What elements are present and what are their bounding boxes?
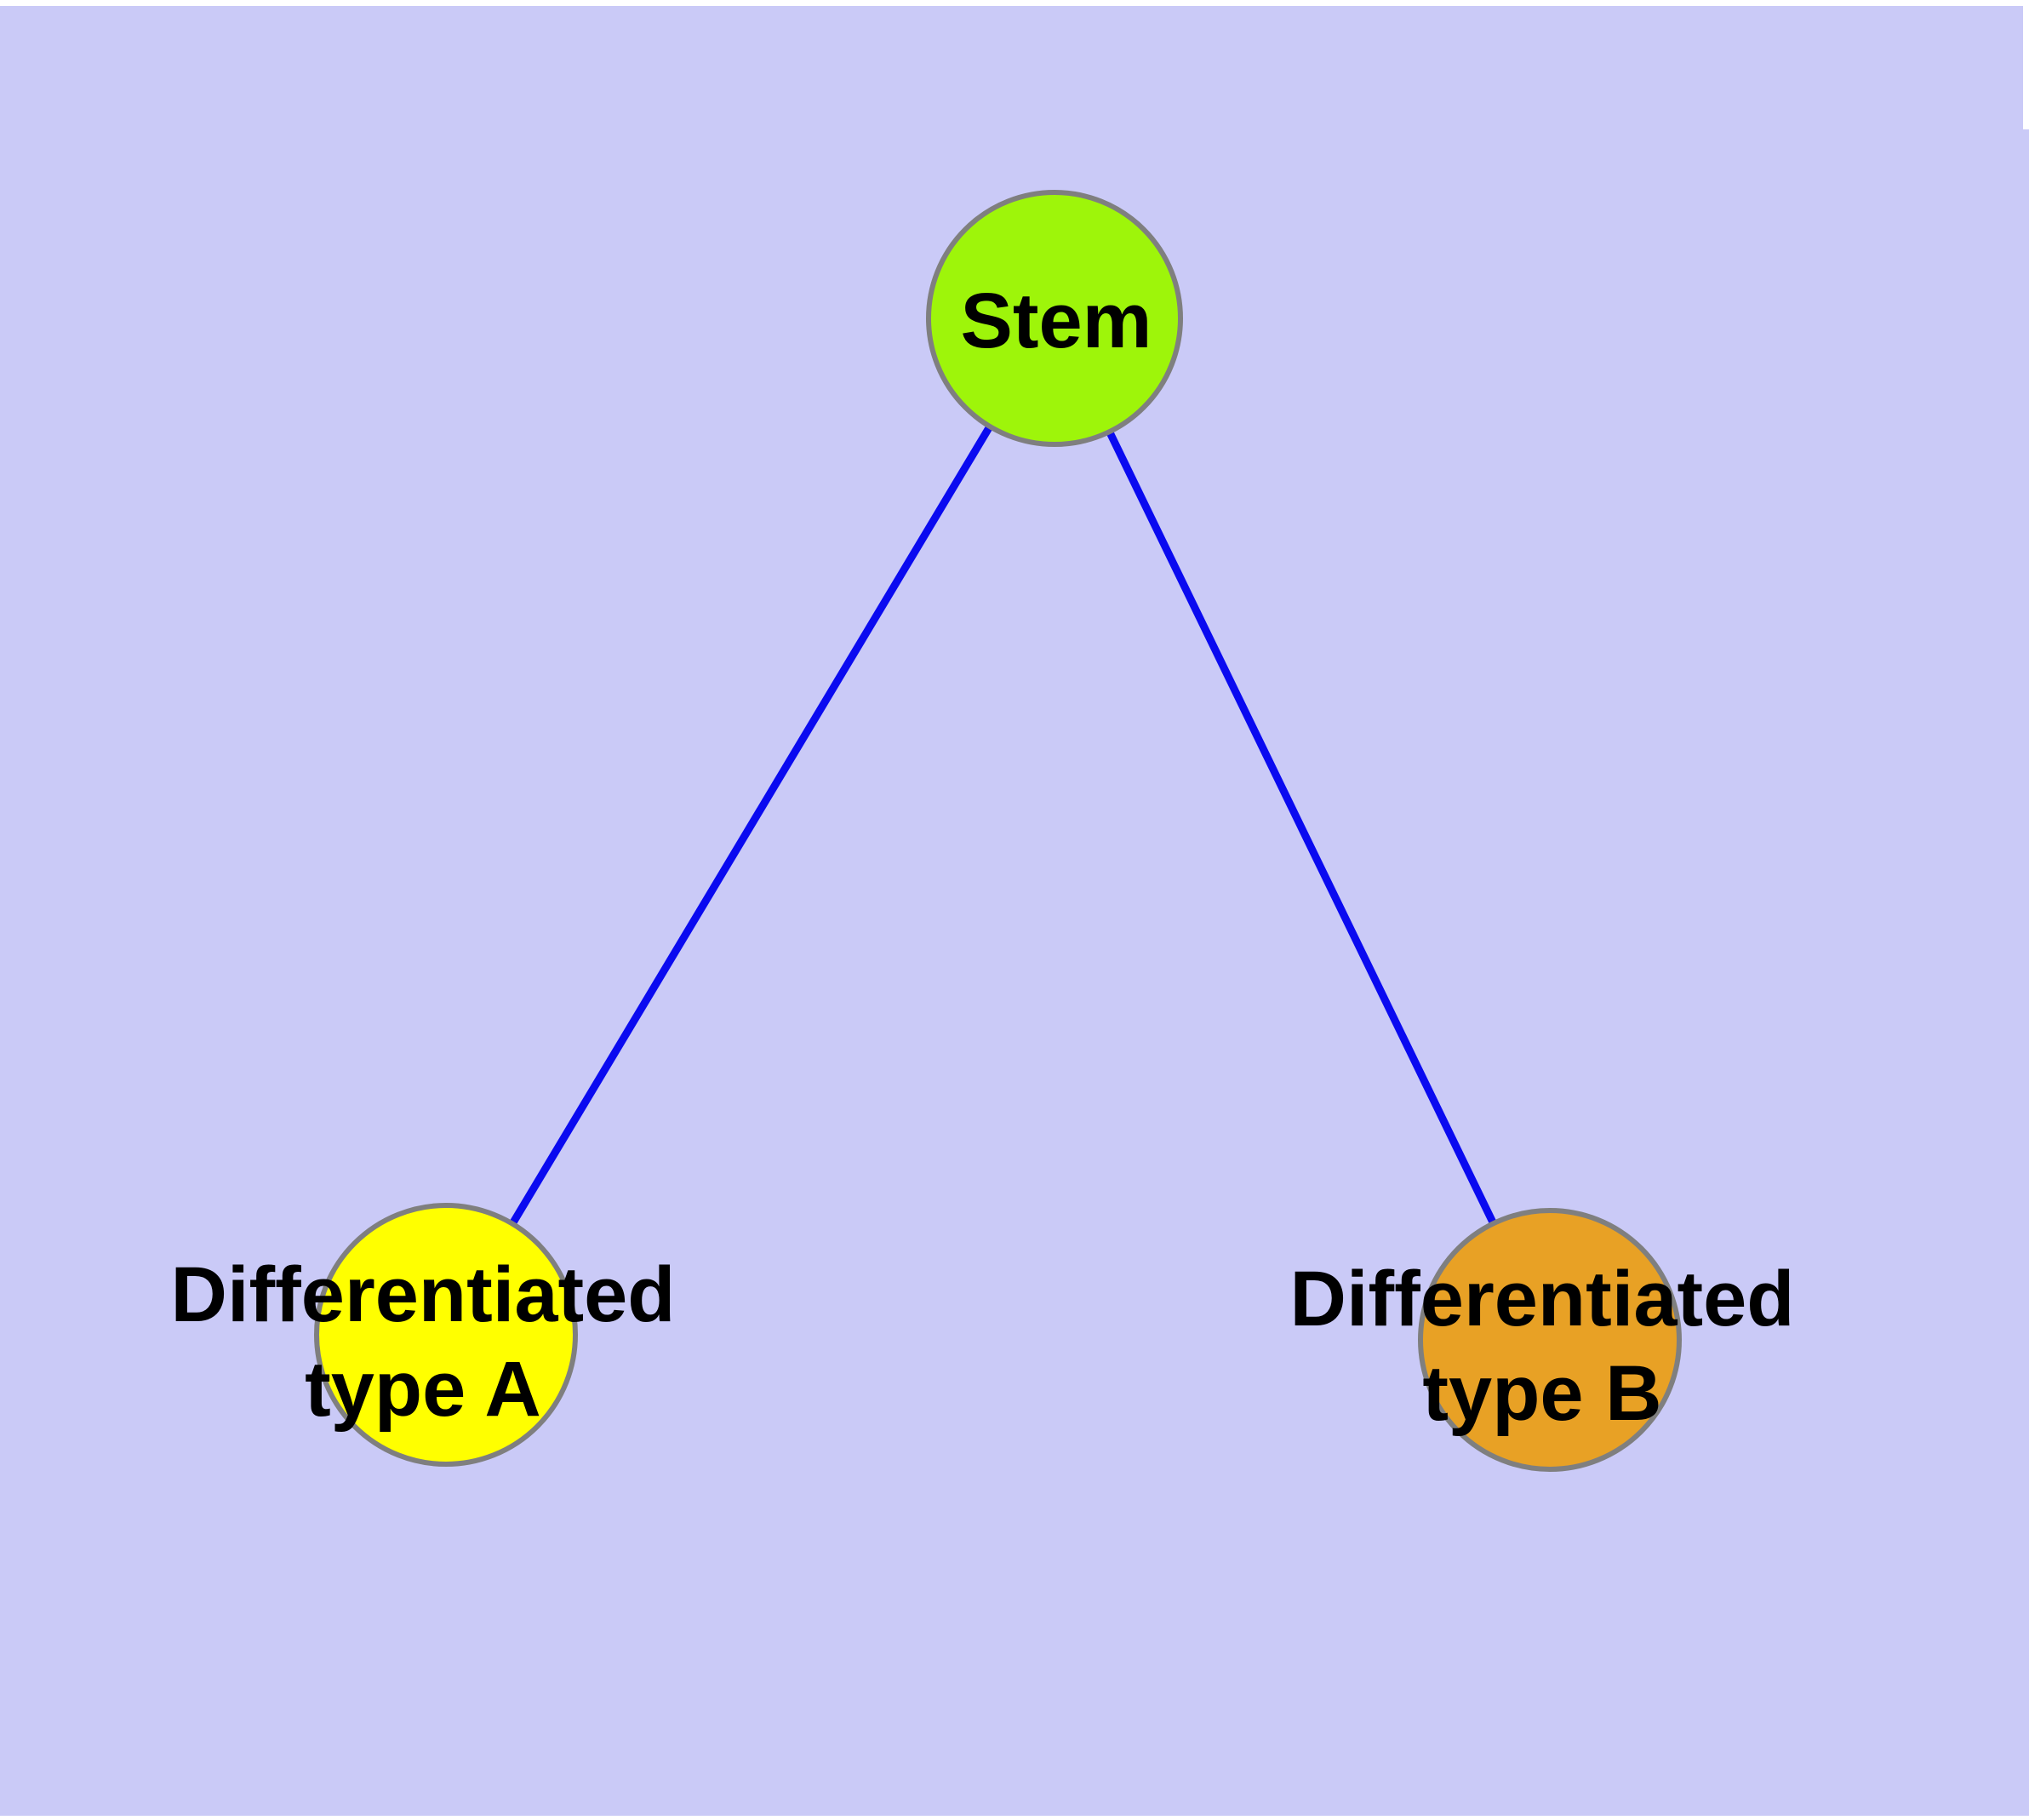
top-right-margin-notch (2023, 6, 2029, 129)
node-type-a-label-line2: type A (305, 1346, 541, 1433)
node-stem (926, 190, 1183, 447)
edge-stem-to-type-b (1050, 317, 1554, 1342)
node-differentiated-type-a (314, 1203, 578, 1467)
node-stem-label: Stem (961, 278, 1152, 364)
node-type-a-label-line1: Differentiated (171, 1251, 676, 1338)
node-type-b-label-line2: type B (1422, 1350, 1661, 1437)
node-differentiated-type-b (1418, 1208, 1682, 1472)
node-type-b-label-line1: Differentiated (1290, 1256, 1795, 1342)
edge-stem-to-type-a (443, 316, 1058, 1337)
